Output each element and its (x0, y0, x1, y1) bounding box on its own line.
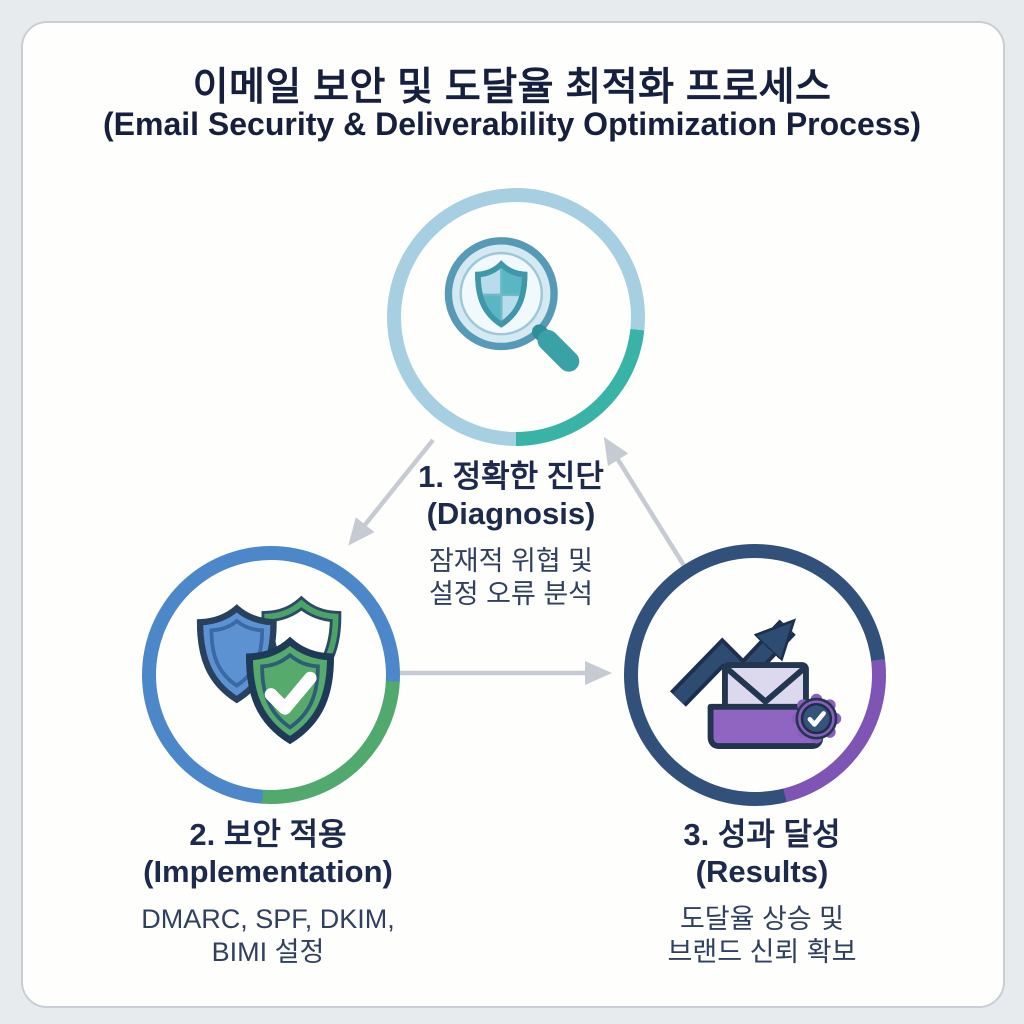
implementation-desc-line-2: BIMI 설정 (211, 937, 325, 967)
growth-mail-badge-icon (669, 584, 842, 749)
results-step-en: (Results) (695, 854, 829, 889)
results-desc-line-1: 도달율 상승 및 (679, 904, 845, 934)
diagnosis-step-ko: 1. 정확한 진단 (418, 459, 604, 494)
shield-magnifier-icon (444, 237, 580, 372)
results-desc-line-2: 브랜드 신뢰 확보 (667, 937, 857, 967)
node-diagnosis-label: 1. 정확한 진단 (Diagnosis) 잠재적 위협 및 설정 오류 분석 (341, 458, 681, 611)
infographic-card (21, 21, 1005, 1008)
node-results-ring (624, 544, 886, 806)
double-shield-check-icon (196, 595, 342, 744)
node-results-label: 3. 성과 달성 (Results) 도달율 상승 및 브랜드 신뢰 확보 (592, 816, 932, 969)
node-implementation-ring (142, 546, 400, 804)
node-diagnosis-ring (387, 188, 645, 446)
diagnosis-desc-line-1: 잠재적 위협 및 (428, 546, 594, 576)
page-title: 이메일 보안 및 도달율 최적화 프로세스 (192, 66, 832, 109)
implementation-desc-line-1: DMARC, SPF, DKIM, (141, 904, 395, 934)
page-subtitle: (Email Security & Deliverability Optimiz… (102, 106, 922, 142)
implementation-step-en: (Implementation) (143, 854, 393, 889)
diagnosis-desc-line-2: 설정 오류 분석 (428, 579, 594, 609)
node-implementation-label: 2. 보안 적용 (Implementation) DMARC, SPF, DK… (98, 816, 438, 969)
implementation-step-ko: 2. 보안 적용 (189, 817, 347, 852)
diagnosis-step-en: (Diagnosis) (426, 496, 596, 531)
results-step-ko: 3. 성과 달성 (683, 817, 841, 852)
